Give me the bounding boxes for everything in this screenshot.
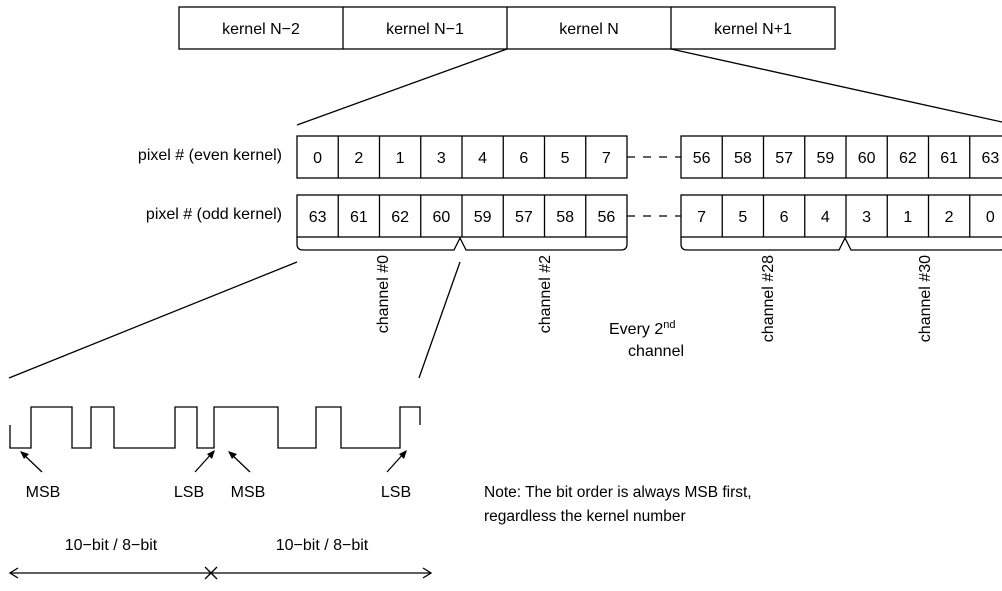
pixel-cell-value: 58 [734, 150, 752, 167]
pixel-cell-value: 2 [945, 209, 954, 226]
pixel-cell-value: 59 [474, 209, 492, 226]
pixel-cell-value: 58 [556, 209, 574, 226]
pixel-cell-value: 4 [478, 150, 487, 167]
pixel-group-frame [680, 194, 1002, 238]
kernel-label: kernel N+1 [714, 21, 792, 38]
pixel-cell-value: 7 [697, 209, 706, 226]
brace-left [296, 236, 628, 251]
arrowhead [20, 451, 29, 459]
pixel-cell-value: 57 [515, 209, 533, 226]
bit-width-dimension [8, 566, 433, 580]
pixel-cell-value: 1 [903, 209, 912, 226]
pixel-cell-value: 60 [858, 150, 876, 167]
pixel-cell-value: 0 [313, 150, 322, 167]
kernel-strip: kernel N−2 kernel N−1 kernel N kernel N+… [178, 6, 836, 50]
brace-right [680, 236, 1002, 251]
pixel-cell-value: 61 [350, 209, 368, 226]
pixel-cell-value: 56 [693, 150, 711, 167]
zoom-line [418, 261, 461, 379]
arrowhead [228, 451, 237, 459]
channel-label: channel #30 [917, 255, 934, 342]
zoom-line [296, 48, 508, 126]
pixel-cell-value: 63 [309, 209, 327, 226]
pixel-cell-value: 2 [354, 150, 363, 167]
zoom-line [8, 261, 298, 379]
channel-label: channel #2 [537, 255, 554, 333]
dimension-cross [204, 566, 218, 580]
pixel-cell-value: 5 [561, 150, 570, 167]
pixel-cell-value: 1 [396, 150, 405, 167]
pixel-cell-value: 60 [432, 209, 450, 226]
pixel-cell-value: 63 [981, 150, 999, 167]
pixel-cell-value: 3 [862, 209, 871, 226]
pixel-cell-value: 6 [780, 209, 789, 226]
pixel-cell-value: 62 [391, 209, 409, 226]
msb-label: MSB [231, 484, 266, 501]
arrowhead-right [422, 567, 433, 579]
pixel-cell-value: 4 [821, 209, 830, 226]
pixel-cell-value: 62 [899, 150, 917, 167]
pixel-cell-value: 7 [602, 150, 611, 167]
pixel-cell-value: 6 [519, 150, 528, 167]
channel-label: channel #28 [760, 255, 777, 342]
pixel-cell-value: 56 [597, 209, 615, 226]
bit-arrows [20, 450, 407, 473]
lsb-label: LSB [174, 484, 204, 501]
arrowhead [207, 450, 215, 459]
pixel-cell-value: 59 [816, 150, 834, 167]
pixel-cell-value: 0 [986, 209, 995, 226]
kernel-label: kernel N−1 [386, 21, 464, 38]
pixel-cell-value: 57 [775, 150, 793, 167]
arrowhead-left [8, 567, 19, 579]
kernel-label: kernel N−2 [222, 21, 300, 38]
every-second-channel-text: channel [628, 343, 684, 360]
row-label-odd: pixel # (odd kernel) [146, 206, 282, 223]
bit-width-label: 10−bit / 8−bit [65, 537, 158, 554]
pixel-cell-value: 5 [738, 209, 747, 226]
zoom-line [670, 48, 1002, 123]
row-label-even: pixel # (even kernel) [138, 147, 282, 164]
channel-label: channel #0 [375, 255, 392, 333]
kernel-label: kernel N [559, 21, 619, 38]
bit-width-label: 10−bit / 8−bit [276, 537, 369, 554]
channel-braces [296, 236, 1002, 251]
every-second-channel-text: Every 2nd [609, 319, 676, 338]
bit-waveform [9, 406, 421, 449]
pixel-cell-value: 61 [940, 150, 958, 167]
note-line-2: regardless the kernel number [484, 508, 686, 525]
lsb-label: LSB [381, 484, 411, 501]
note-line-1: Note: The bit order is always MSB first, [484, 484, 752, 501]
pixel-cell-value: 3 [437, 150, 446, 167]
msb-label: MSB [26, 484, 61, 501]
arrowhead [399, 450, 407, 459]
